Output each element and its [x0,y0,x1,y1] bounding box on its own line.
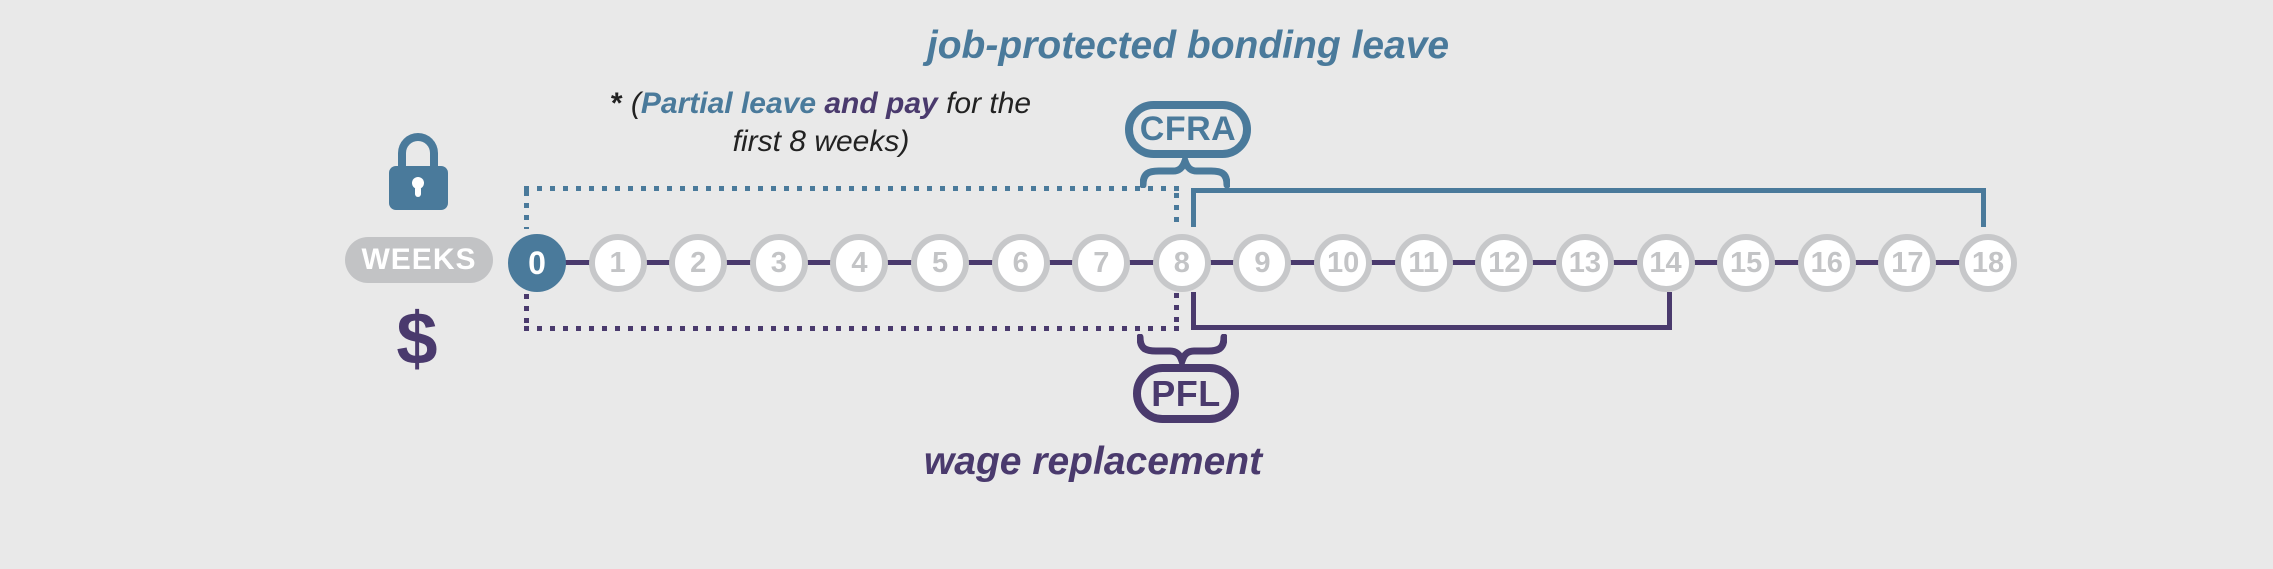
week-circle-5: 5 [911,234,970,292]
week-number: 8 [1173,246,1190,279]
week-circle-17: 17 [1878,234,1937,292]
week-circle-13: 13 [1555,234,1614,292]
annotation-line2: first 8 weeks) [732,125,910,158]
week-circle-10: 10 [1314,234,1373,292]
lock-icon [389,133,448,210]
weeks-axis-label-text: WEEKS [361,243,477,276]
annotation-and-pay: and pay [824,87,938,120]
partial-box-top-right-dotted-stub [1174,193,1179,227]
partial-leave-annotation: * (Partial leave and pay for the first 8… [586,85,1056,161]
week-circle-1: 1 [588,234,647,292]
week-number: 11 [1408,246,1440,279]
pfl-tag: PFL [1133,364,1239,423]
week-circle-14: 14 [1636,234,1695,292]
annotation-open-paren: ( [622,87,641,120]
week-circle-6: 6 [991,234,1050,292]
week-number: 14 [1649,246,1682,279]
partial-box-bottom-dotted-line [524,326,1180,331]
annotation-partial-leave: Partial leave [640,87,825,120]
week-circle-16: 16 [1797,234,1856,292]
week-number: 12 [1488,246,1521,279]
week-number: 9 [1254,246,1271,279]
annotation-star: * [610,87,623,120]
week-circle-11: 11 [1394,234,1453,292]
pfl-tag-text: PFL [1151,372,1221,414]
week-number: 10 [1326,246,1360,279]
week-number: 7 [1093,246,1110,279]
partial-box-top-dotted-line [524,186,1180,191]
week-number: 1 [609,246,626,279]
week-number: 5 [931,246,949,279]
partial-box-bottom-right-dotted-stub [1174,293,1179,330]
week-circle-7: 7 [1072,234,1131,292]
week-circle-3: 3 [749,234,808,292]
lock-keyhole-stem [415,186,421,197]
week-circle-4: 4 [830,234,889,292]
week-number: 2 [690,246,707,279]
week-circle-18: 18 [1958,234,2017,292]
annotation-rest-line1: for the [937,87,1032,120]
week-number: 6 [1012,246,1029,279]
week-circle-9: 9 [1233,234,1292,292]
week-circle-8: 8 [1152,234,1211,292]
cfra-tag: CFRA [1125,101,1251,158]
week-circle-15: 15 [1717,234,1776,292]
week-number: 3 [770,246,787,279]
job-protected-title: job-protected bonding leave [926,24,1450,67]
partial-box-bottom-left-dotted-stub [524,294,529,330]
week-circle-12: 12 [1475,234,1534,292]
week-number: 4 [851,246,868,279]
week-number: 0 [528,244,546,281]
week-number: 13 [1568,246,1602,279]
week-circle-0: 0 [508,234,566,292]
week-number: 17 [1891,246,1924,279]
weeks-axis-label: WEEKS [345,237,493,283]
lock-shackle [398,133,438,175]
wage-replacement-title: wage replacement [923,440,1263,483]
week-number: 18 [1971,246,2005,279]
cfra-brace-icon [1140,158,1230,188]
dollar-icon: $ [396,297,438,380]
week-number: 15 [1730,246,1763,279]
pfl-brace-icon [1137,334,1227,364]
pfl-span-bracket [1191,292,1672,330]
week-number: 16 [1810,246,1843,279]
week-circle-2: 2 [669,234,728,292]
partial-box-top-left-dotted-stub [524,191,529,229]
cfra-span-bracket [1191,188,1986,227]
cfra-tag-text: CFRA [1139,110,1237,148]
